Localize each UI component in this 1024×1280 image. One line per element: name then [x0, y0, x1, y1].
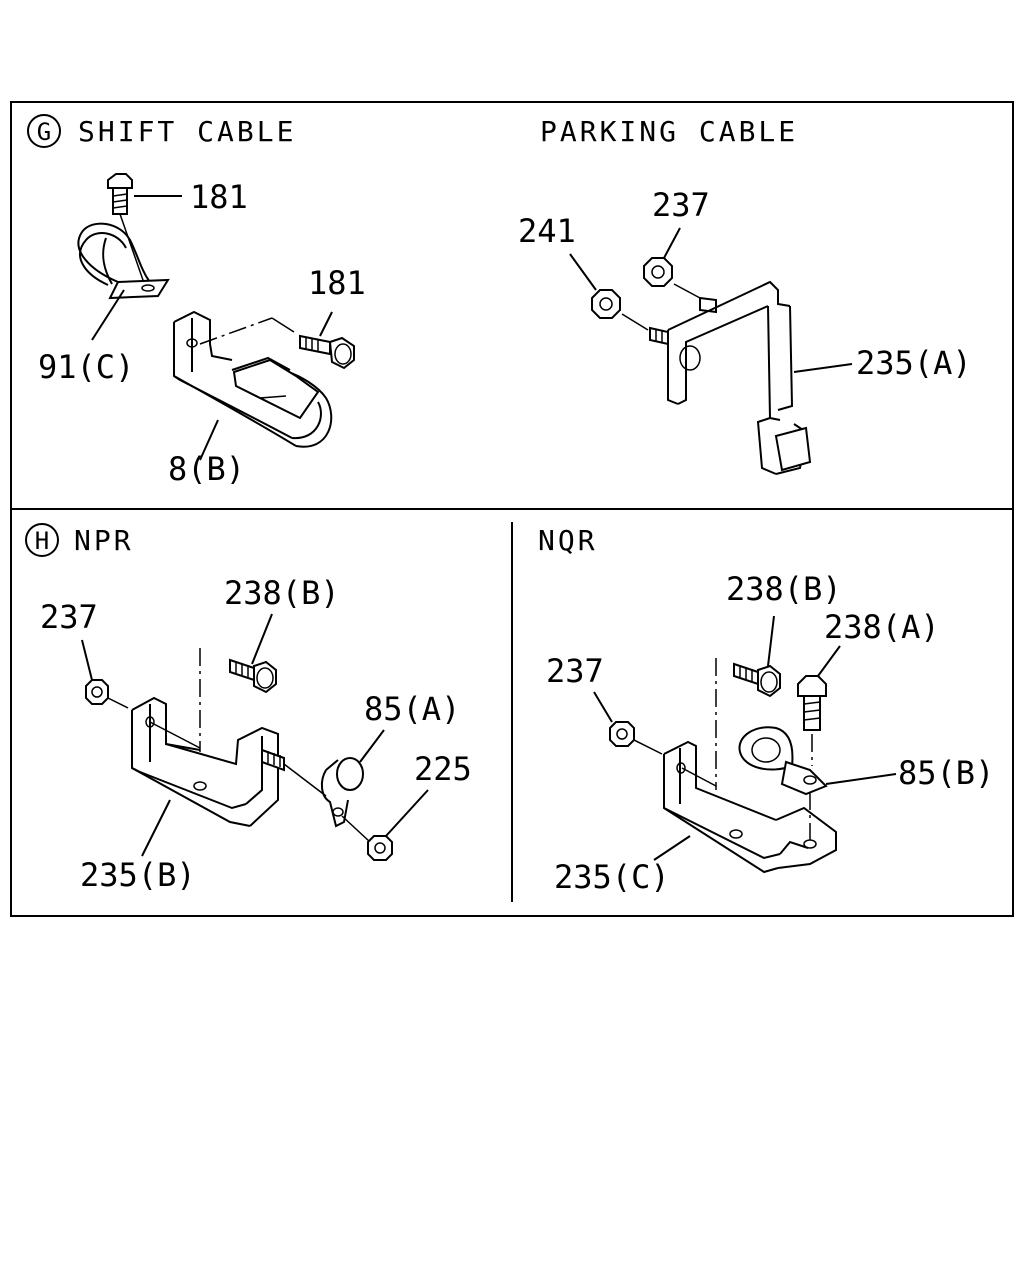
npr-label-225: 225: [414, 750, 472, 788]
section-g: G SHIFT CABLE PARKING CABLE 181 91(C): [27, 114, 972, 488]
label-237-top: 237: [652, 186, 710, 224]
section-g-marker-circle: [27, 114, 61, 148]
nqr-bolt-238b-drawing: [733, 615, 781, 698]
label-181-top: 181: [190, 178, 248, 216]
clip-91c-drawing: [77, 222, 170, 341]
bracket-8b-drawing: [173, 310, 333, 461]
nqr-bracket-235c-drawing: [653, 658, 837, 874]
label-235a: 235(A): [856, 344, 972, 382]
bracket-235a-drawing: [649, 280, 853, 475]
bolt-181-mid-drawing: [299, 311, 355, 370]
npr-nut-225-drawing: [367, 789, 429, 861]
nqr-bolt-238a-drawing: [797, 645, 841, 766]
nqr-nut-237-drawing: [593, 691, 663, 755]
section-h: H NPR NQR 237 238(B): [25, 523, 994, 896]
diagram-frame: [10, 101, 1014, 917]
bolt-181-top-drawing: [107, 173, 182, 284]
nqr-title: NQR: [538, 524, 598, 557]
label-241: 241: [518, 212, 576, 250]
nqr-label-238b: 238(B): [726, 570, 842, 608]
label-91c: 91(C): [38, 348, 134, 386]
nqr-label-85b: 85(B): [898, 754, 994, 792]
label-181-mid: 181: [308, 264, 366, 302]
parking-cable-title: PARKING CABLE: [540, 115, 798, 148]
npr-label-238b: 238(B): [224, 574, 340, 612]
section-g-marker: G: [37, 118, 51, 146]
section-h-marker: H: [35, 527, 49, 555]
npr-stud-drawing: [261, 748, 327, 797]
label-8b: 8(B): [168, 450, 245, 488]
npr-label-237: 237: [40, 598, 98, 636]
nqr-label-238a: 238(A): [824, 608, 940, 646]
nqr-label-235c: 235(C): [554, 858, 670, 896]
section-h-marker-circle: [25, 523, 59, 557]
npr-label-235b: 235(B): [80, 856, 196, 894]
nqr-clip-85b-drawing: [738, 726, 897, 796]
npr-title: NPR: [74, 524, 134, 557]
shift-cable-title: SHIFT CABLE: [78, 115, 296, 148]
npr-label-85a: 85(A): [364, 690, 460, 728]
nut-241-drawing: [569, 253, 649, 331]
npr-bolt-238b-drawing: [229, 613, 277, 694]
nqr-label-237: 237: [546, 652, 604, 690]
npr-clip-85a-drawing: [320, 729, 385, 843]
npr-nut-237-drawing: [81, 639, 129, 709]
nut-237-top-drawing: [643, 227, 701, 299]
